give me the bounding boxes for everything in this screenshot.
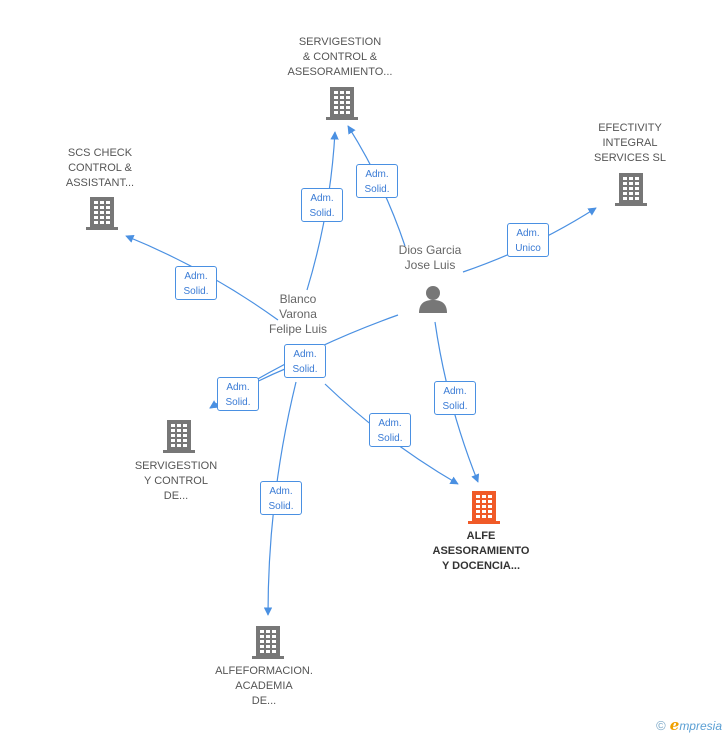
edge-label-e7[interactable]: Adm. Solid. [369, 413, 411, 447]
edge-label-line: Solid. [364, 184, 390, 195]
company-name-line: CONTROL & [68, 162, 132, 174]
company-name-line: EFECTIVITY [598, 122, 662, 134]
edge-label-e2[interactable]: Adm. Solid. [356, 164, 398, 198]
building-icon[interactable] [326, 86, 358, 125]
company-name-line: DE... [251, 695, 277, 707]
brand-initial: e [669, 716, 680, 734]
company-name-line: ACADEMIA [235, 680, 293, 692]
edge-label-line: Adm. [269, 486, 293, 497]
edge-label-line: Adm. [184, 271, 208, 282]
person-name-line: Varona [279, 307, 317, 321]
edge-label-line: Solid. [442, 401, 468, 412]
person-icon[interactable] [418, 284, 448, 319]
brand-name: mpresia [679, 719, 722, 733]
edge-label-line: Solid. [183, 286, 209, 297]
edge-label-e4[interactable]: Adm. Unico [507, 223, 549, 257]
company-node-servigestion-top[interactable]: SERVIGESTION & CONTROL & ASESORAMIENTO..… [270, 35, 410, 80]
company-name-line: SERVIGESTION [298, 36, 382, 48]
edge-label-line: Solid. [292, 364, 318, 375]
edge-label-line: Adm. [443, 386, 467, 397]
edge-label-e8[interactable]: Adm. Solid. [434, 381, 476, 415]
company-node-efectivity[interactable]: EFECTIVITY INTEGRAL SERVICES SL [570, 121, 690, 166]
person-name-line: Dios Garcia [398, 243, 462, 257]
person-name-line: Blanco [279, 292, 317, 306]
person-name-line: Felipe Luis [268, 322, 328, 336]
company-node-scs-check[interactable]: SCS CHECK CONTROL & ASSISTANT... [40, 146, 160, 191]
edge-label-line: Adm. [310, 193, 334, 204]
company-name-line: INTEGRAL [602, 137, 658, 149]
person-name-line: Jose Luis [404, 258, 456, 272]
company-name-line: Y DOCENCIA... [441, 560, 521, 572]
company-name-line: Y CONTROL [144, 475, 208, 487]
company-name-line: SCS CHECK [67, 147, 133, 159]
copyright-icon: © [656, 717, 666, 733]
edge-label-e5[interactable]: Adm. Solid. [284, 344, 326, 378]
company-node-servigestion-left[interactable]: SERVIGESTION Y CONTROL DE... [116, 459, 236, 504]
building-icon[interactable] [86, 196, 118, 235]
brand-logo[interactable]: empresia [670, 716, 722, 734]
footer-brand: © empresia [656, 716, 722, 734]
company-name-line: ASESORAMIENTO [432, 545, 530, 557]
edge-label-line: Adm. [293, 349, 317, 360]
edge-label-line: Adm. [365, 169, 389, 180]
company-name-line: ALFEFORMACION. [215, 665, 313, 677]
company-name-line: & CONTROL & [302, 51, 378, 63]
edge-label-e1[interactable]: Adm. Solid. [301, 188, 343, 222]
edge-label-line: Adm. [226, 382, 250, 393]
building-icon[interactable] [615, 172, 647, 211]
edge-label-e6[interactable]: Adm. Solid. [217, 377, 259, 411]
company-name-line: DE... [163, 490, 189, 502]
company-name-line: SERVIGESTION [134, 460, 218, 472]
person-node-dios-garcia[interactable]: Dios Garcia Jose Luis [380, 243, 480, 273]
company-name-line: ASSISTANT... [65, 177, 135, 189]
edge-label-line: Solid. [268, 501, 294, 512]
building-icon[interactable] [252, 625, 284, 664]
building-icon[interactable] [163, 419, 195, 458]
edge-label-line: Solid. [225, 397, 251, 408]
edge-label-line: Solid. [377, 433, 403, 444]
edge-label-line: Adm. [378, 418, 402, 429]
company-name-line: ASESORAMIENTO... [287, 66, 393, 78]
company-node-alfeformacion[interactable]: ALFEFORMACION. ACADEMIA DE... [199, 664, 329, 709]
edge-label-e3[interactable]: Adm. Solid. [175, 266, 217, 300]
company-name-line: SERVICES SL [594, 152, 666, 164]
edge-label-line: Solid. [309, 208, 335, 219]
edge-label-line: Adm. [516, 228, 540, 239]
person-node-blanco-varona[interactable]: Blanco Varona Felipe Luis [248, 292, 348, 337]
company-node-alfe[interactable]: ALFE ASESORAMIENTO Y DOCENCIA... [416, 529, 546, 574]
edge-label-line: Unico [515, 243, 541, 254]
edge-label-e9[interactable]: Adm. Solid. [260, 481, 302, 515]
company-name-line: ALFE [466, 530, 496, 542]
building-icon[interactable] [468, 490, 500, 529]
